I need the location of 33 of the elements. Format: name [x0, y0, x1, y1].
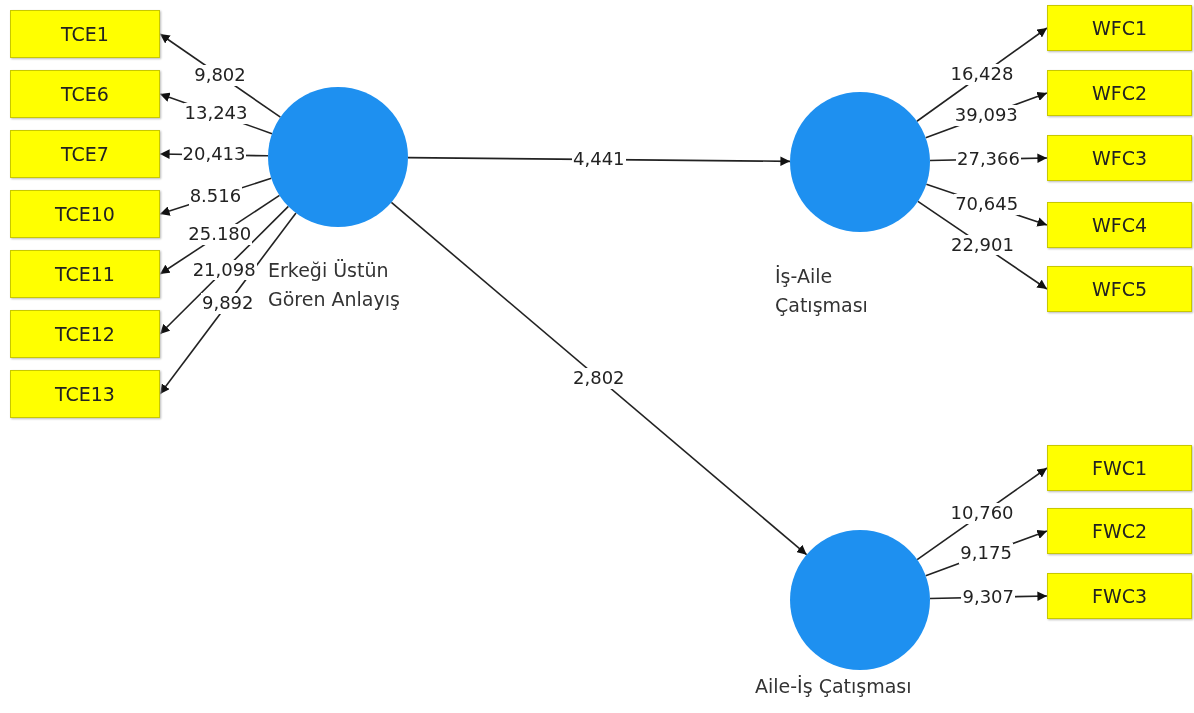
edge-label: 2,802 [572, 368, 626, 389]
edge-label: 16,428 [949, 64, 1015, 85]
indicator-box: TCE11 [10, 250, 160, 298]
construct-label: İş-Aile Çatışması [775, 264, 869, 318]
indicator-box: TCE10 [10, 190, 160, 238]
edge-label: 25.180 [187, 224, 253, 245]
edge-label: 9,802 [193, 65, 247, 86]
indicator-box: TCE6 [10, 70, 160, 118]
indicator-box: WFC1 [1047, 5, 1192, 51]
indicator-box: FWC2 [1047, 508, 1192, 554]
indicator-box: TCE7 [10, 130, 160, 178]
indicator-box: WFC5 [1047, 266, 1192, 312]
construct-label: Erkeği Üstün Gören Anlayış [268, 258, 401, 312]
indicator-box: WFC2 [1047, 70, 1192, 116]
indicator-box: FWC3 [1047, 573, 1192, 619]
edge-label: 9,175 [959, 542, 1013, 564]
indicator-box: WFC4 [1047, 202, 1192, 248]
construct-label: Aile-İş Çatışması [755, 674, 913, 699]
arrow [390, 201, 808, 556]
indicator-box: TCE13 [10, 370, 160, 418]
edge-label: 10,760 [949, 503, 1015, 524]
edge-label: 22,901 [949, 234, 1015, 256]
edge-label: 70,645 [954, 194, 1020, 215]
indicator-box: TCE12 [10, 310, 160, 358]
edge-label: 4,441 [572, 149, 626, 170]
indicator-box: WFC3 [1047, 135, 1192, 181]
edge-label: 21,098 [191, 259, 257, 281]
indicator-box: FWC1 [1047, 445, 1192, 491]
edge-label: 8.516 [188, 185, 243, 207]
edge-label: 9,892 [200, 293, 255, 314]
edge-label: 39,093 [953, 104, 1019, 126]
edge-label: 13,243 [183, 103, 249, 124]
indicator-box: TCE1 [10, 10, 160, 58]
